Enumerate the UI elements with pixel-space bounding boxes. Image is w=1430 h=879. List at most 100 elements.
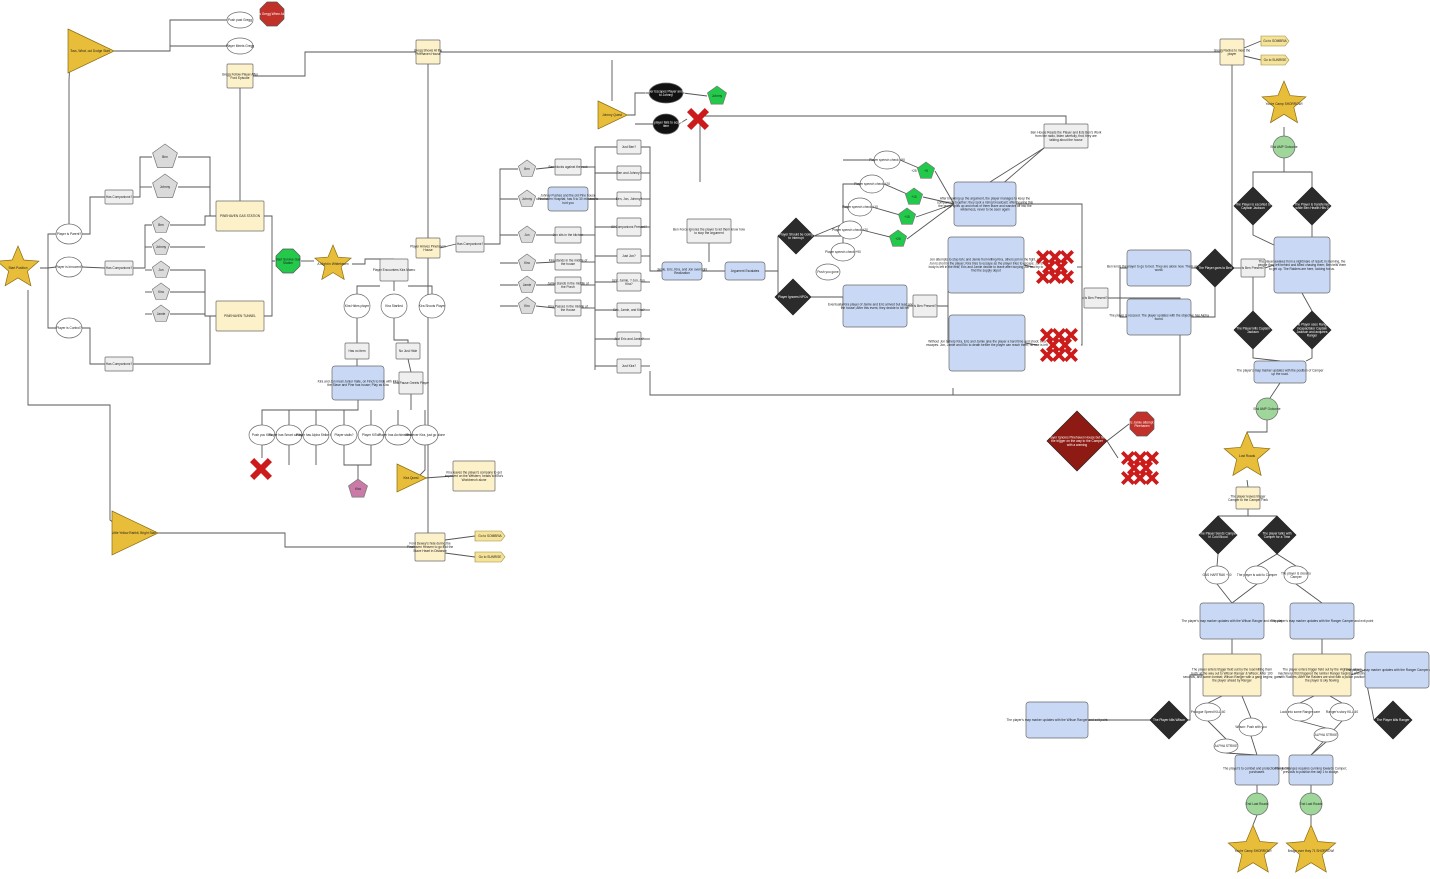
connector-139 bbox=[1301, 292, 1313, 312]
connector-98 bbox=[678, 118, 688, 125]
n-benjonjohnny-node: Ben, Jon, Johnny? bbox=[616, 191, 642, 207]
connector-86 bbox=[641, 146, 662, 272]
n-tri3-label: Kira Quest bbox=[403, 476, 418, 480]
n-xcluster3-node bbox=[1121, 451, 1159, 485]
n-gp-b-label: +10 bbox=[911, 195, 917, 199]
n-reach-label: Player Meets Gregg bbox=[226, 44, 255, 48]
n-m-jamie-label: Jamie bbox=[523, 283, 532, 287]
connector-70 bbox=[535, 305, 556, 309]
connector-0 bbox=[40, 233, 56, 269]
n-playercontrol-label: Player is Control? bbox=[56, 326, 81, 330]
n-hasno-label: Has no item bbox=[348, 349, 365, 353]
n-afterargument-node: After breaking up the argument, the play… bbox=[937, 181, 1033, 227]
connector-9 bbox=[133, 156, 152, 198]
n-d-jon-node: Jon sits in the kitchen bbox=[553, 226, 583, 244]
n-notjust-node: No Just Hide bbox=[395, 342, 421, 360]
n-dia-bengone-label: The Player goes to Bed bbox=[1198, 266, 1232, 270]
n-goto3-node: Go to SOMBRIA bbox=[1260, 35, 1290, 47]
n-goto2-label: Go to SUNRISE bbox=[479, 555, 502, 559]
n-prologue4-node: Ranger's story KILL 40 bbox=[1326, 702, 1358, 722]
n-benjohnny-node: Ben and Johnny? bbox=[617, 165, 642, 181]
n-start-node: Start Position bbox=[0, 245, 40, 287]
n-tri-johnny-label: Johnny Quest bbox=[602, 113, 622, 117]
n-star2-label: A Night in Whitehaven bbox=[317, 262, 349, 266]
connector-27 bbox=[253, 51, 416, 77]
connector-115 bbox=[915, 203, 955, 218]
n-hascomp3-label: Has Companions? bbox=[106, 362, 132, 366]
connector-167 bbox=[1250, 735, 1258, 756]
n-mapupdates3-label: The player's map marker updates with the… bbox=[1007, 718, 1108, 722]
n-hasno-node: Has no item bbox=[344, 342, 370, 360]
n-gp-c-node: +15 bbox=[897, 207, 917, 225]
n-c4-node: Player stalls? bbox=[330, 424, 358, 446]
n-pinkpent-node: Kira bbox=[348, 478, 368, 498]
n-kirashoots-label: Kira Shoots Player bbox=[419, 304, 446, 308]
n-d-ben-node: Ben blocks against the rock bbox=[549, 158, 588, 176]
n-argument-node: Argument Escalates bbox=[724, 261, 766, 281]
n-playerenters1-node: The player enters trigger field out by t… bbox=[1183, 653, 1281, 697]
n-playerspeech2-label: Player speech check +20 bbox=[854, 182, 890, 186]
n-justeric-label: Just Eric and Jamie? bbox=[614, 337, 644, 341]
connector-57 bbox=[444, 552, 476, 558]
connector-25 bbox=[264, 261, 273, 317]
n-hascomp4-node: Has Companions? bbox=[455, 235, 485, 253]
n-x2-node bbox=[687, 108, 709, 130]
n-star-lost-node: Lost Roads bbox=[1223, 431, 1271, 477]
connector-113 bbox=[934, 170, 955, 205]
n-alpha2-label: ALPHA STRIKE bbox=[1315, 733, 1338, 737]
n-p-johnny-node: Johnny bbox=[151, 237, 171, 255]
connector-149 bbox=[1216, 553, 1219, 567]
n-gp-a-label: +5 bbox=[924, 169, 928, 173]
n-playerspeech3-node: Player speech check +10 bbox=[842, 197, 878, 217]
connector-130 bbox=[1191, 287, 1216, 318]
n-justkira-node: Just Kira? bbox=[616, 358, 642, 374]
connector-150 bbox=[1256, 553, 1278, 567]
n-mapmarker1-node: The player's map marker updates with the… bbox=[1237, 360, 1324, 384]
n-benhouse-label: Ben House Reads the Player and lists Ben… bbox=[1031, 130, 1102, 141]
n-endamp-label: End AMP Outcome bbox=[1270, 145, 1297, 149]
n-star-lost-label: Lost Roads bbox=[1239, 454, 1256, 458]
connector-152 bbox=[1216, 583, 1233, 604]
n-c7-label: Whatever Kira, just go alone bbox=[405, 433, 445, 437]
connector-65 bbox=[535, 166, 556, 170]
n-endlast1-node: End Last Roads bbox=[1245, 792, 1269, 816]
n-c1-label: Push you Kiss bbox=[252, 433, 273, 437]
n-kirahides-node: Kira Hides player bbox=[343, 293, 371, 319]
connector-103 bbox=[775, 271, 779, 298]
connector-3 bbox=[68, 59, 71, 224]
n-playerspeech4-node: Player speech check +20 bbox=[832, 220, 868, 240]
n-gp-e-node: +25 bbox=[911, 169, 917, 173]
n-tunnel-label: PINEHAVEN TUNNEL bbox=[224, 314, 256, 318]
n-benhouse-node: Ben House Reads the Player and lists Ben… bbox=[1031, 123, 1102, 149]
connector-146 bbox=[1246, 479, 1249, 488]
connector-6 bbox=[82, 196, 105, 235]
n-hascomp2-label: Has Companions? bbox=[106, 266, 132, 270]
n-hascomp3-node: Has Companions? bbox=[104, 356, 134, 372]
n-kirashoots-node: Kira Shoots Player bbox=[418, 293, 446, 319]
connector-183 bbox=[953, 297, 1181, 396]
connector-164 bbox=[1299, 695, 1315, 704]
connector-140 bbox=[1252, 349, 1281, 362]
n-tri3-node: Kira Quest bbox=[396, 463, 428, 493]
n-kiradesc-label: Kira and Jon meet Junior Valle, on Finch… bbox=[318, 379, 399, 387]
connector-162 bbox=[1241, 695, 1252, 719]
n-justjon-node: Just Jon? bbox=[616, 248, 642, 264]
n-star-youre-node: You're Camp SHORROW! bbox=[1261, 80, 1307, 124]
n-argument-label: Argument Escalates bbox=[731, 269, 760, 273]
n-tri-light-label: Little Yellow Rabbit, Bright Start bbox=[112, 531, 157, 535]
